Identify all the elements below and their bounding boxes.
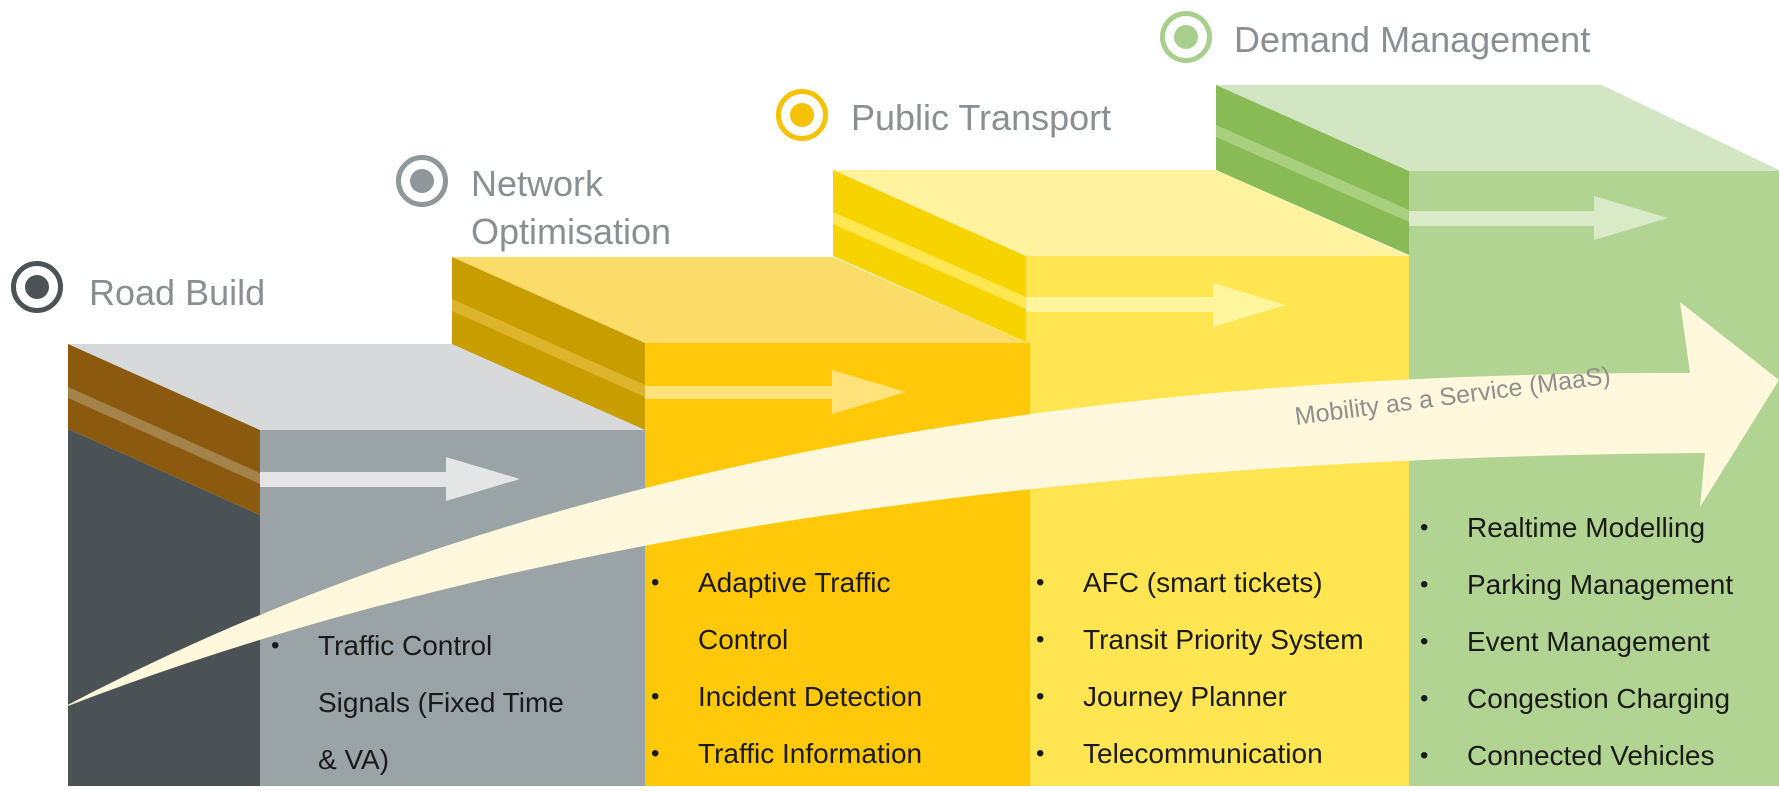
flow-arrow-demand [1409, 196, 1668, 240]
network-item-cont: Control [698, 624, 789, 655]
step-road-side [68, 429, 260, 786]
network-item: Incident Detection [651, 668, 1026, 725]
maas-arrow [60, 302, 1779, 709]
public-transport-items: AFC (smart tickets) Transit Priority Sys… [1036, 554, 1408, 782]
step-road-band [68, 344, 260, 515]
step-road-top [68, 344, 645, 430]
public-item: AFC (smart tickets) [1036, 554, 1408, 611]
demand-management-marker-icon [1160, 11, 1212, 63]
demand-management-items: Realtime Modelling Parking Management Ev… [1420, 499, 1779, 784]
step-public-band-stripe [833, 212, 1026, 309]
network-item: Adaptive Traffic [651, 554, 1026, 611]
road-build-item-cont: & VA) [318, 744, 390, 775]
road-build-marker-icon [11, 261, 63, 313]
demand-item: Realtime Modelling [1420, 499, 1779, 556]
stage-title-network-optimisation: Network Optimisation [471, 160, 671, 256]
public-item: Transit Priority System [1036, 611, 1408, 668]
step-demand-top [1216, 85, 1779, 171]
public-item: Telecommunication [1036, 725, 1408, 782]
demand-item: Parking Management [1420, 556, 1779, 613]
demand-item: Connected Vehicles [1420, 727, 1779, 784]
step-network-band-stripe [452, 299, 645, 397]
network-optimisation-items: Adaptive Traffic Control Incident Detect… [651, 554, 1026, 782]
stage-title-public-line-1: Public Transport [851, 97, 1112, 138]
road-build-items: Traffic Control Signals (Fixed Time & VA… [271, 617, 641, 788]
road-build-item-cont: Signals (Fixed Time [318, 687, 564, 718]
demand-item: Congestion Charging [1420, 670, 1779, 727]
stage-title-road-build: Road Build [89, 269, 265, 317]
demand-item: Event Management [1420, 613, 1779, 670]
public-item: Journey Planner [1036, 668, 1408, 725]
stage-title-demand-line-1: Demand Management [1234, 19, 1591, 60]
flow-arrow-network [645, 370, 906, 414]
network-item: Traffic Information [651, 725, 1026, 782]
step-road-band-stripe [68, 387, 260, 484]
step-network-top [452, 257, 1028, 343]
stage-title-public-transport: Public Transport [851, 94, 1111, 142]
stage-title-network-line-2: Optimisation [471, 211, 672, 252]
step-public-top [833, 170, 1409, 256]
public-transport-marker-icon [776, 89, 828, 141]
network-optimisation-marker-icon [396, 155, 448, 207]
stage-title-road-build-line-1: Road Build [89, 272, 266, 313]
road-build-item: Traffic Control [271, 617, 641, 674]
stage-title-demand-management: Demand Management [1234, 16, 1590, 64]
step-demand-band-stripe [1216, 125, 1409, 222]
flow-arrow-road [260, 457, 520, 501]
flow-arrow-public [1026, 283, 1286, 327]
stage-title-network-line-1: Network [471, 163, 604, 204]
